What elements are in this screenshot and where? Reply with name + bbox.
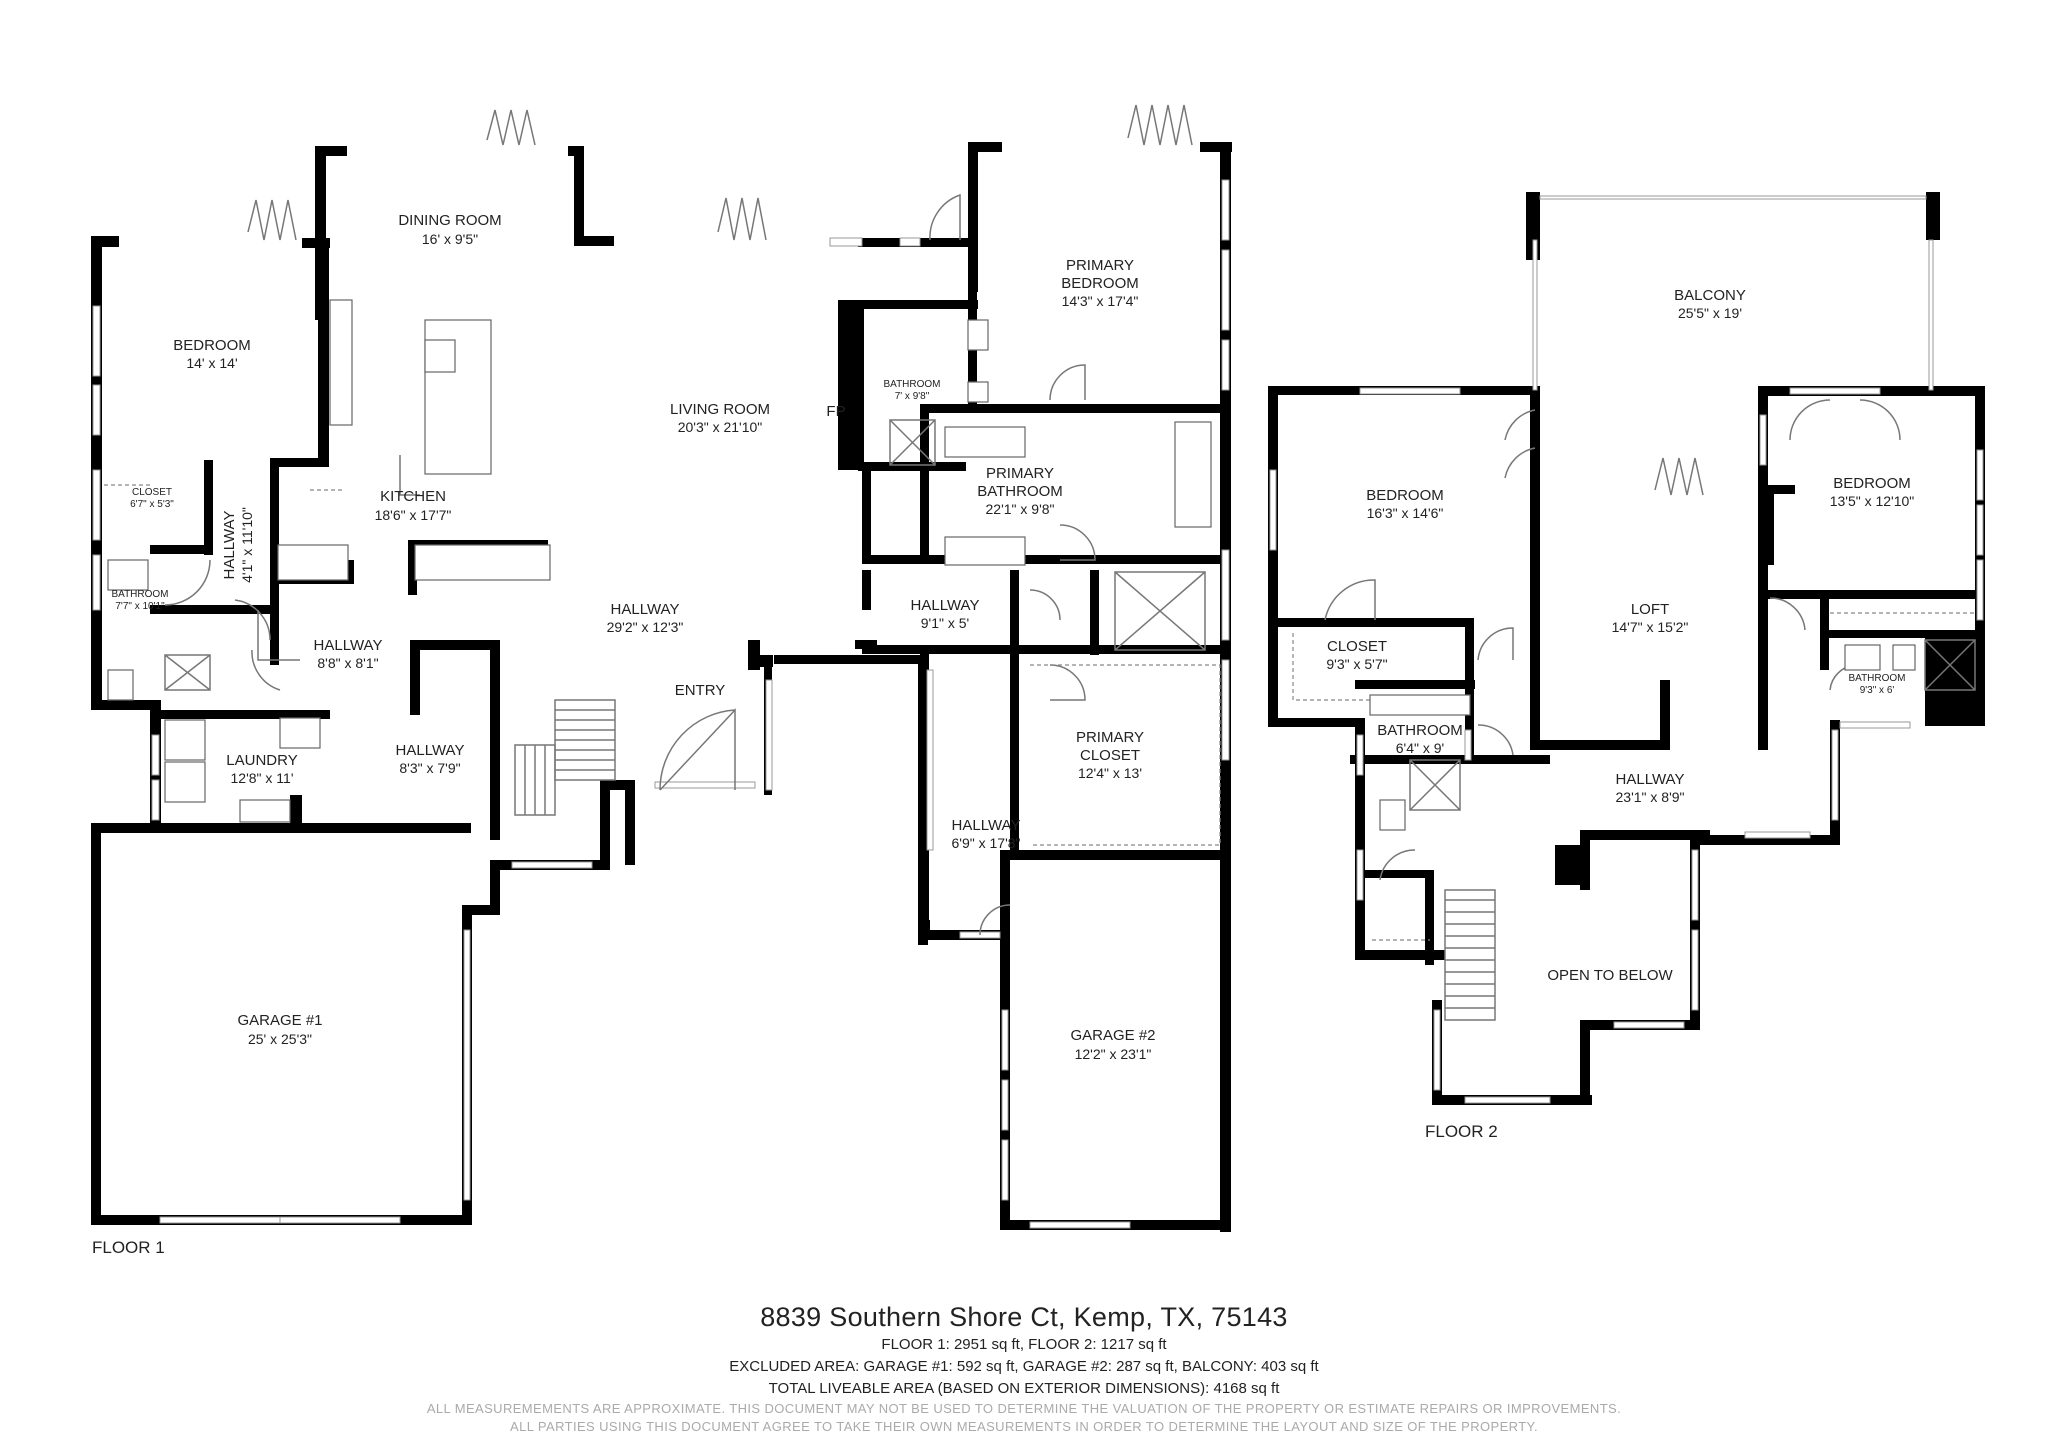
bedroom-b-dims: 13'5" x 12'10" bbox=[1830, 493, 1915, 509]
hallway-vertical-name: HALLWAY bbox=[221, 511, 238, 580]
garage1-dims: 25' x 25'3" bbox=[248, 1031, 312, 1047]
bathroom-b-name: BATHROOM bbox=[1848, 673, 1905, 684]
open-to-below-label: OPEN TO BELOW bbox=[1547, 967, 1673, 984]
primary-bedroom-dims: 14'3" x 17'4" bbox=[1062, 293, 1139, 309]
bathroom-b-dims: 9'3" x 6' bbox=[1860, 685, 1895, 696]
primary-closet-name-2: CLOSET bbox=[1080, 747, 1140, 764]
fireplace-label: FP bbox=[826, 403, 845, 420]
laundry-name: LAUNDRY bbox=[226, 752, 297, 769]
living-room-name: LIVING ROOM bbox=[670, 401, 770, 418]
bedroom-name: BEDROOM bbox=[173, 337, 251, 354]
floor1-windows bbox=[92, 179, 1230, 1229]
floor2-label: FLOOR 2 bbox=[1425, 1122, 1498, 1141]
hallway-b-dims: 29'2" x 12'3" bbox=[607, 619, 684, 635]
entry-name: ENTRY bbox=[675, 682, 726, 699]
hallway-c-dims: 8'3" x 7'9" bbox=[399, 760, 460, 776]
laundry-dims: 12'8" x 11' bbox=[231, 770, 294, 786]
primary-bedroom-name-2: BEDROOM bbox=[1061, 275, 1139, 292]
floor1-label: FLOOR 1 bbox=[92, 1238, 165, 1257]
bathroom-a-dims: 6'4" x 9' bbox=[1396, 740, 1444, 756]
excluded-areas: EXCLUDED AREA: GARAGE #1: 592 sq ft, GAR… bbox=[729, 1358, 1319, 1375]
closet-name: CLOSET bbox=[132, 487, 172, 498]
floor2-labels: BALCONY 25'5" x 19' BEDROOM 16'3" x 14'6… bbox=[1326, 287, 1914, 1141]
primary-bathroom-name-1: PRIMARY bbox=[986, 465, 1054, 482]
balcony-name: BALCONY bbox=[1674, 287, 1746, 304]
kitchen-dims: 18'6" x 17'7" bbox=[375, 507, 452, 523]
primary-closet-dims: 12'4" x 13' bbox=[1078, 765, 1142, 781]
disclaimer-line-2: ALL PARTIES USING THIS DOCUMENT AGREE TO… bbox=[510, 1419, 1538, 1434]
balcony-dims: 25'5" x 19' bbox=[1678, 305, 1742, 321]
hallway-a-dims: 8'8" x 8'1" bbox=[317, 655, 378, 671]
total-liveable-area: TOTAL LIVEABLE AREA (BASED ON EXTERIOR D… bbox=[768, 1380, 1280, 1397]
bedroom-b-name: BEDROOM bbox=[1833, 475, 1911, 492]
plan-footer: 8839 Southern Shore Ct, Kemp, TX, 75143 … bbox=[0, 1300, 2048, 1436]
primary-closet-name-1: PRIMARY bbox=[1076, 729, 1144, 746]
bathroom-a-name: BATHROOM bbox=[1377, 722, 1463, 739]
disclaimer-line-1: ALL MEASUREMEMENTS ARE APPROXIMATE. THIS… bbox=[426, 1401, 1622, 1416]
loft-dims: 14'7" x 15'2" bbox=[1612, 619, 1689, 635]
closet2-name: CLOSET bbox=[1327, 638, 1387, 655]
floor1-fixtures bbox=[104, 104, 1221, 936]
floor2-fixtures bbox=[1292, 399, 1976, 1021]
kitchen-name: KITCHEN bbox=[380, 488, 446, 505]
bedroom-a-name: BEDROOM bbox=[1366, 487, 1444, 504]
hallway-a-name: HALLWAY bbox=[314, 637, 383, 654]
hallway2-dims: 23'1" x 8'9" bbox=[1616, 789, 1685, 805]
closet-dims: 6'7" x 5'3" bbox=[130, 499, 174, 510]
living-room-dims: 20'3" x 21'10" bbox=[678, 419, 763, 435]
hallway-d-dims: 9'1" x 5' bbox=[921, 615, 969, 631]
dining-room-name: DINING ROOM bbox=[398, 212, 501, 229]
garage2-dims: 12'2" x 23'1" bbox=[1075, 1046, 1152, 1062]
floor1-labels: DINING ROOM 16' x 9'5" BEDROOM 14' x 14'… bbox=[92, 212, 1156, 1257]
floor-areas: FLOOR 1: 2951 sq ft, FLOOR 2: 1217 sq ft bbox=[881, 1336, 1167, 1353]
floor-plan-drawing: DINING ROOM 16' x 9'5" BEDROOM 14' x 14'… bbox=[91, 104, 1985, 1257]
bedroom-a-dims: 16'3" x 14'6" bbox=[1367, 505, 1444, 521]
bathroom-dims: 7'7" x 10'1" bbox=[115, 601, 165, 612]
bathroom2-name: BATHROOM bbox=[883, 379, 940, 390]
hallway-e-name: HALLWAY bbox=[952, 817, 1021, 834]
hallway-e-dims: 6'9" x 17'8" bbox=[952, 835, 1021, 851]
hallway-vertical-dims: 4'1" x 11'10" bbox=[239, 507, 255, 583]
bathroom2-dims: 7' x 9'8" bbox=[895, 391, 930, 402]
floor2-windows bbox=[1269, 195, 1984, 1104]
primary-bathroom-dims: 22'1" x 9'8" bbox=[986, 501, 1055, 517]
primary-bathroom-name-2: BATHROOM bbox=[977, 483, 1063, 500]
bathroom-name: BATHROOM bbox=[111, 589, 168, 600]
primary-bedroom-name-1: PRIMARY bbox=[1066, 257, 1134, 274]
bedroom-dims: 14' x 14' bbox=[186, 355, 237, 371]
hallway-b-name: HALLWAY bbox=[611, 601, 680, 618]
closet2-dims: 9'3" x 5'7" bbox=[1326, 656, 1387, 672]
garage2-name: GARAGE #2 bbox=[1070, 1027, 1155, 1044]
property-address: 8839 Southern Shore Ct, Kemp, TX, 75143 bbox=[760, 1302, 1288, 1332]
loft-name: LOFT bbox=[1631, 601, 1669, 618]
garage1-name: GARAGE #1 bbox=[237, 1012, 322, 1029]
hallway-d-name: HALLWAY bbox=[911, 597, 980, 614]
hallway-c-name: HALLWAY bbox=[396, 742, 465, 759]
hallway2-name: HALLWAY bbox=[1616, 771, 1685, 788]
dining-room-dims: 16' x 9'5" bbox=[422, 231, 478, 247]
